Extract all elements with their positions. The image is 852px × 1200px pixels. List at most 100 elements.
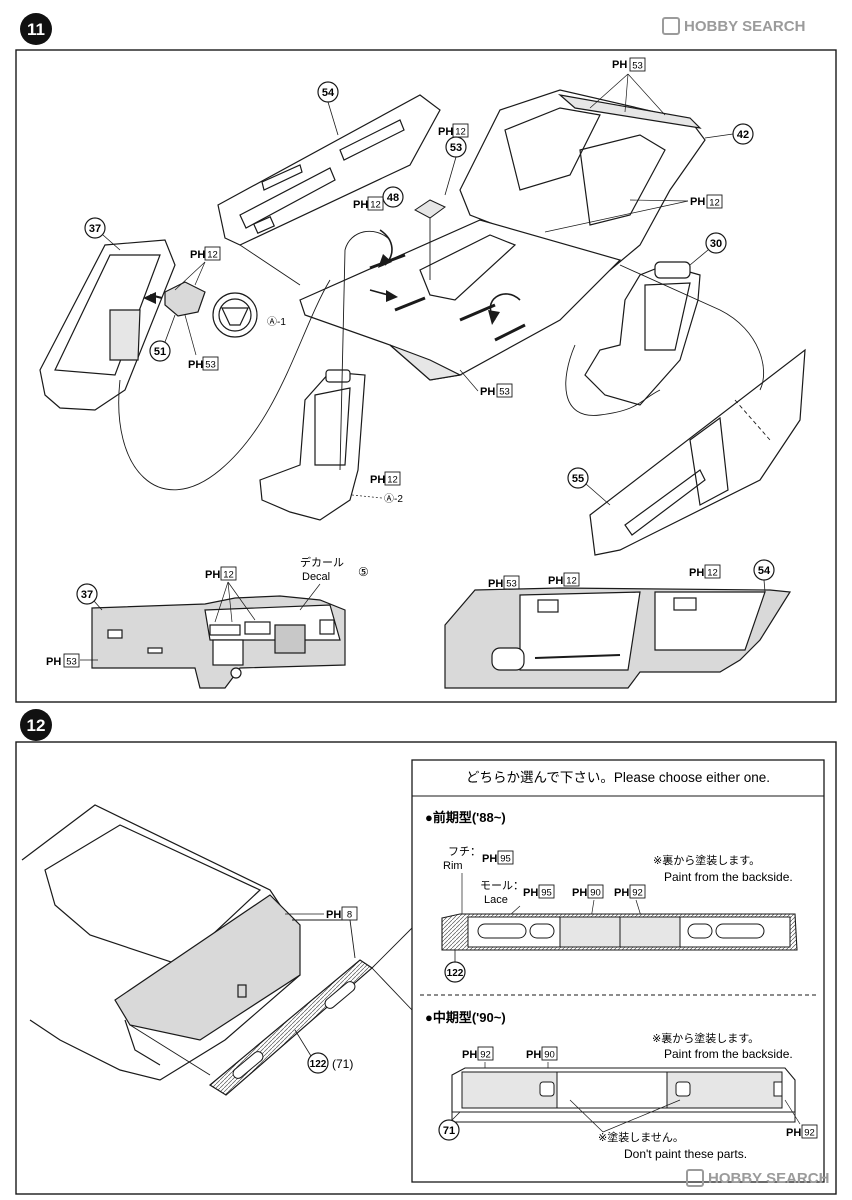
paint-label-ph53-top: PH 53	[589, 57, 666, 116]
svg-text:53: 53	[66, 657, 77, 668]
svg-text:PH: PH	[572, 887, 587, 899]
step-11-frame	[15, 49, 837, 703]
svg-text:55: 55	[572, 473, 584, 485]
svg-text:Decal: Decal	[302, 571, 330, 583]
part-callout-37-detail: 37	[76, 583, 103, 611]
mid-type-title: ●中期型('90~)	[425, 1010, 506, 1025]
svg-text:51: 51	[154, 346, 166, 358]
part-callout-48: 48	[382, 186, 446, 280]
paint-label-ph12-seat: PH 12	[544, 194, 723, 233]
early-note-jp: ※裏から塗装します。	[653, 853, 760, 867]
watermark-bottom: HOBBY SEARCH	[686, 1169, 829, 1187]
paint-label-ph53-dash: PH 53	[46, 653, 98, 668]
watermark-logo-icon	[686, 1169, 704, 1187]
svg-text:42: 42	[737, 129, 749, 141]
early-ph90-label: PH 90	[572, 884, 604, 926]
svg-text:95: 95	[541, 888, 552, 899]
svg-text:12: 12	[707, 568, 718, 579]
svg-text:PH: PH	[326, 909, 341, 921]
paint-label-ph53-floor: PH 53	[459, 369, 513, 398]
svg-text:PH: PH	[353, 199, 368, 211]
early-type-title: ●前期型('88~)	[425, 810, 506, 825]
svg-text:モール：: モール：	[480, 880, 524, 892]
svg-text:(71): (71)	[332, 1057, 353, 1071]
mid-no-paint-jp: ※塗装しません。	[598, 1130, 684, 1144]
svg-text:12: 12	[370, 200, 381, 211]
mid-ph92-label-right: PH 92	[784, 1099, 818, 1139]
svg-text:71: 71	[443, 1125, 455, 1137]
floor-pan-53	[299, 219, 622, 381]
ref-a1: Ⓐ-1	[267, 316, 286, 328]
paint-label-ph12-door-b: PH 12	[689, 564, 721, 579]
svg-text:54: 54	[322, 87, 335, 99]
paint-label-ph53-column: PH 53	[184, 314, 219, 371]
svg-text:12: 12	[455, 127, 466, 138]
svg-text:30: 30	[710, 238, 722, 250]
svg-text:PH: PH	[188, 359, 203, 371]
svg-text:PH: PH	[690, 196, 705, 208]
mid-note-jp: ※裏から塗装します。	[652, 1031, 759, 1045]
svg-text:PH: PH	[370, 474, 385, 486]
svg-text:Lace: Lace	[484, 894, 508, 906]
paint-label-ph53-door: PH 53	[488, 575, 520, 590]
svg-text:53: 53	[450, 142, 462, 154]
svg-text:90: 90	[590, 888, 601, 899]
assembly-guide-lines	[118, 230, 771, 491]
door-panel-55	[589, 348, 806, 556]
svg-text:PH: PH	[480, 386, 495, 398]
svg-text:PH: PH	[548, 575, 563, 587]
svg-text:PH: PH	[205, 569, 220, 581]
svg-text:53: 53	[499, 387, 510, 398]
svg-text:90: 90	[544, 1050, 555, 1061]
part-callout-54-top: 54	[317, 81, 339, 136]
svg-text:PH: PH	[438, 126, 453, 138]
early-note-en: Paint from the backside.	[664, 870, 793, 884]
svg-text:92: 92	[480, 1050, 491, 1061]
svg-text:フチ：: フチ：	[448, 845, 481, 858]
part-callout-53: 53	[444, 136, 467, 196]
step-11-number: 11	[27, 20, 45, 39]
svg-text:PH: PH	[482, 853, 497, 865]
part-callout-42: 42	[704, 123, 754, 145]
step-12-frame	[15, 741, 837, 1195]
svg-text:8: 8	[347, 910, 352, 921]
svg-text:53: 53	[632, 61, 643, 72]
door-panel-54	[217, 94, 441, 246]
svg-text:53: 53	[506, 579, 517, 590]
paint-label-ph12-column: PH 12	[174, 246, 221, 291]
svg-text:122: 122	[310, 1059, 327, 1070]
svg-text:PH: PH	[786, 1127, 801, 1139]
svg-text:Rim: Rim	[443, 860, 463, 872]
steering-column-51	[164, 281, 258, 338]
svg-text:PH: PH	[46, 656, 61, 668]
part-callout-71: 71	[438, 1111, 461, 1141]
svg-text:122: 122	[447, 968, 464, 979]
early-tail-panel	[441, 913, 798, 951]
watermark-top: HOBBY SEARCH	[662, 17, 805, 35]
ref-a2: Ⓐ-2	[384, 493, 403, 505]
mid-tail-panel	[451, 1067, 796, 1123]
part-callout-122-71: 122 (71)	[294, 1029, 353, 1074]
paint-label-ph12-shifter: PH 12	[353, 196, 384, 211]
svg-text:92: 92	[804, 1128, 815, 1139]
paint-label-ph12-racing-seat: PH 12	[370, 471, 401, 486]
car-body-rear	[21, 804, 301, 1081]
svg-text:PH: PH	[614, 887, 629, 899]
svg-text:37: 37	[89, 223, 101, 235]
step-12-number: 12	[27, 716, 46, 735]
paint-label-ph12-console: PH 12	[438, 123, 469, 138]
svg-text:12: 12	[207, 250, 218, 261]
front-seat-30	[584, 261, 701, 406]
decal-label: デカール Decal ⑤	[299, 555, 369, 611]
paint-label-ph8: PH 8	[285, 906, 358, 921]
part-callout-51: 51	[149, 314, 176, 362]
door-panel-54-detail	[444, 587, 792, 689]
svg-text:PH: PH	[689, 567, 704, 579]
dashboard-37-top	[39, 239, 176, 411]
svg-text:48: 48	[387, 192, 399, 204]
svg-text:12: 12	[223, 570, 234, 581]
svg-text:PH: PH	[190, 249, 205, 261]
svg-text:12: 12	[566, 576, 577, 587]
dashboard-37-detail	[91, 595, 346, 689]
